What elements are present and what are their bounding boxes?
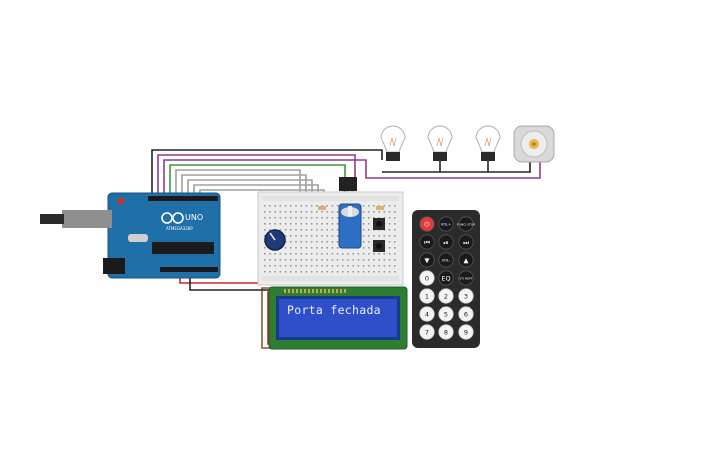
dc-motor[interactable]	[513, 125, 555, 163]
remote-4-label: 4	[425, 311, 429, 319]
lcd-screen	[279, 299, 397, 337]
remote-eq-button[interactable]: EQ	[438, 270, 454, 286]
usb-port	[62, 210, 112, 228]
remote-2-button[interactable]: 2	[438, 288, 454, 304]
remote-st-rept-button[interactable]: ST/ REPT	[458, 270, 474, 286]
remote-2-label: 2	[444, 293, 448, 301]
remote-prev-label: ⏮	[424, 239, 430, 247]
remote-vol-up-button[interactable]: VOL+	[438, 216, 454, 232]
remote-8-label: 8	[444, 329, 448, 337]
remote-7-label: 7	[425, 329, 429, 337]
push-button-1[interactable]	[373, 218, 385, 230]
microcontroller-chip	[152, 242, 214, 254]
lcd-text: Porta fechada	[287, 303, 381, 317]
potentiometer[interactable]	[264, 229, 286, 251]
remote-eq-label: EQ	[441, 275, 450, 283]
bulb-3[interactable]	[475, 125, 501, 161]
push-button-2[interactable]	[373, 240, 385, 252]
resistor	[318, 206, 384, 210]
remote-next-label: ⏭	[463, 239, 469, 247]
remote-1-button[interactable]: 1	[419, 288, 435, 304]
remote-0-button[interactable]: 0	[419, 270, 435, 286]
remote-4-button[interactable]: 4	[419, 306, 435, 322]
remote-5-label: 5	[444, 311, 448, 319]
reset-button[interactable]	[117, 197, 125, 205]
remote-power-label: ⏻	[424, 221, 429, 229]
remote-7-button[interactable]: 7	[419, 324, 435, 340]
remote-3-button[interactable]: 3	[458, 288, 474, 304]
remote-next-button[interactable]: ⏭	[458, 234, 474, 250]
arduino-logo	[161, 212, 184, 224]
remote-prev-button[interactable]: ⏮	[419, 234, 435, 250]
remote-vol-down-button[interactable]: VOL-	[438, 252, 454, 268]
remote-3-label: 3	[464, 293, 468, 301]
remote-up-label: ▲	[464, 257, 469, 265]
arduino-uno-label: UNO	[185, 213, 203, 222]
remote-5-button[interactable]: 5	[438, 306, 454, 322]
remote-8-button[interactable]: 8	[438, 324, 454, 340]
remote-0-label: 0	[425, 275, 429, 283]
ir-remote: ⏻ VOL+ FUNC/ STOP ⏮ ⏯ ⏭ ▼ VOL- ▲ 0 EQ ST/ REPT 1 2 3 4 5…	[412, 210, 480, 348]
servo-motor[interactable]	[338, 203, 362, 249]
remote-down-button[interactable]: ▼	[419, 252, 435, 268]
bulb-2[interactable]	[427, 125, 453, 161]
remote-1-label: 1	[425, 293, 429, 301]
wire-purple-2	[163, 155, 541, 195]
arduino-chip-label: ATMEGA328P	[166, 226, 193, 231]
remote-func-stop-label: FUNC/ STOP	[457, 223, 475, 227]
arduino-uno[interactable]: UNO ATMEGA328P	[40, 192, 221, 279]
remote-down-label: ▼	[425, 257, 430, 265]
lcd-module	[268, 286, 408, 350]
light-bulbs	[380, 125, 501, 161]
remote-power-button[interactable]: ⏻	[419, 216, 435, 232]
remote-play-pause-label: ⏯	[443, 239, 448, 247]
remote-6-button[interactable]: 6	[458, 306, 474, 322]
remote-up-button[interactable]: ▲	[458, 252, 474, 268]
remote-func-stop-button[interactable]: FUNC/ STOP	[457, 216, 475, 232]
wire-purple-1	[157, 154, 356, 195]
wire-black-top	[151, 149, 383, 195]
remote-st-rept-label: ST/ REPT	[459, 277, 472, 281]
remote-vol-down-label: VOL-	[442, 259, 451, 263]
remote-9-button[interactable]: 9	[458, 324, 474, 340]
power-jack	[103, 258, 125, 274]
bulb-1[interactable]	[380, 125, 406, 161]
remote-vol-up-label: VOL+	[441, 223, 451, 227]
remote-6-label: 6	[464, 311, 468, 319]
remote-play-pause-button[interactable]: ⏯	[438, 234, 454, 250]
remote-9-label: 9	[464, 329, 468, 337]
